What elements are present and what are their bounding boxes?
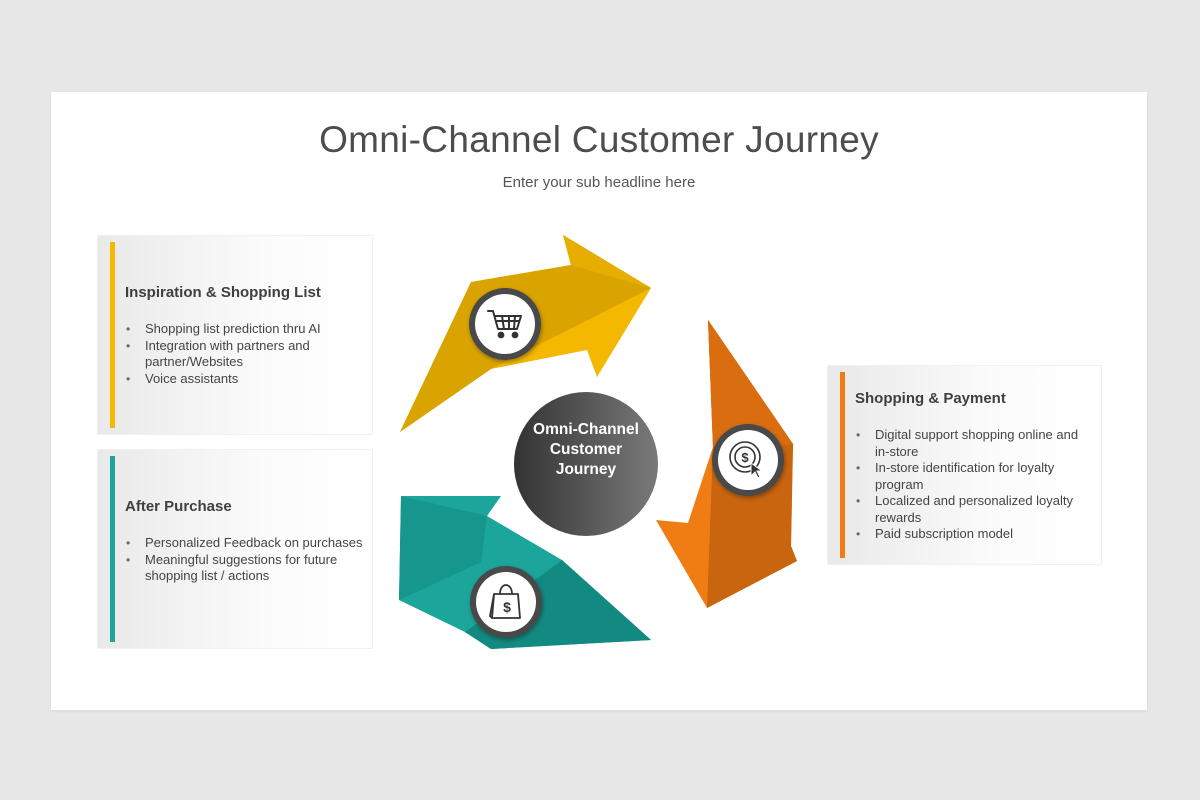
payment-badge xyxy=(712,424,784,496)
list-item: Personalized Feedback on purchases xyxy=(125,535,364,552)
card-inspiration: Inspiration & Shopping List Shopping lis… xyxy=(97,235,373,435)
payment-click-icon: $ xyxy=(729,441,764,479)
card-heading: After Purchase xyxy=(125,498,232,515)
list-item: Paid subscription model xyxy=(855,526,1093,543)
list-item: Localized and personalized loyalty rewar… xyxy=(855,493,1093,526)
slide: Omni-Channel Customer Journey Enter your… xyxy=(51,92,1147,710)
card-heading: Shopping & Payment xyxy=(855,390,1006,407)
card-heading: Inspiration & Shopping List xyxy=(125,284,321,301)
card-accent-bar xyxy=(110,242,115,428)
bag-badge xyxy=(470,566,542,638)
list-item: In-store identification for loyalty prog… xyxy=(855,460,1093,493)
svg-text:$: $ xyxy=(741,450,749,465)
card-shopping-payment: Shopping & Payment Digital support shopp… xyxy=(827,365,1102,565)
page-subtitle: Enter your sub headline here xyxy=(502,174,696,191)
center-label: Omni-Channel Customer Journey xyxy=(533,421,639,478)
list-item: Integration with partners and partner/We… xyxy=(125,338,364,371)
list-item: Digital support shopping online and in-s… xyxy=(855,427,1093,460)
shopping-bag-icon: $ xyxy=(489,584,521,619)
center-circle xyxy=(514,392,658,536)
svg-text:$: $ xyxy=(503,599,511,615)
card-bullet-list: Personalized Feedback on purchases Meani… xyxy=(125,535,364,585)
list-item: Voice assistants xyxy=(125,371,364,388)
card-accent-bar xyxy=(840,372,845,558)
list-item: Meaningful suggestions for future shoppi… xyxy=(125,552,364,585)
card-accent-bar xyxy=(110,456,115,642)
shopping-cart-icon xyxy=(487,310,522,339)
page-title: Omni-Channel Customer Journey xyxy=(319,119,879,160)
cycle-diagram: $ $ xyxy=(399,235,797,649)
card-bullet-list: Shopping list prediction thru AI Integra… xyxy=(125,321,364,387)
card-bullet-list: Digital support shopping online and in-s… xyxy=(855,427,1093,543)
list-item: Shopping list prediction thru AI xyxy=(125,321,364,338)
cart-badge xyxy=(469,288,541,360)
card-after-purchase: After Purchase Personalized Feedback on … xyxy=(97,449,373,649)
